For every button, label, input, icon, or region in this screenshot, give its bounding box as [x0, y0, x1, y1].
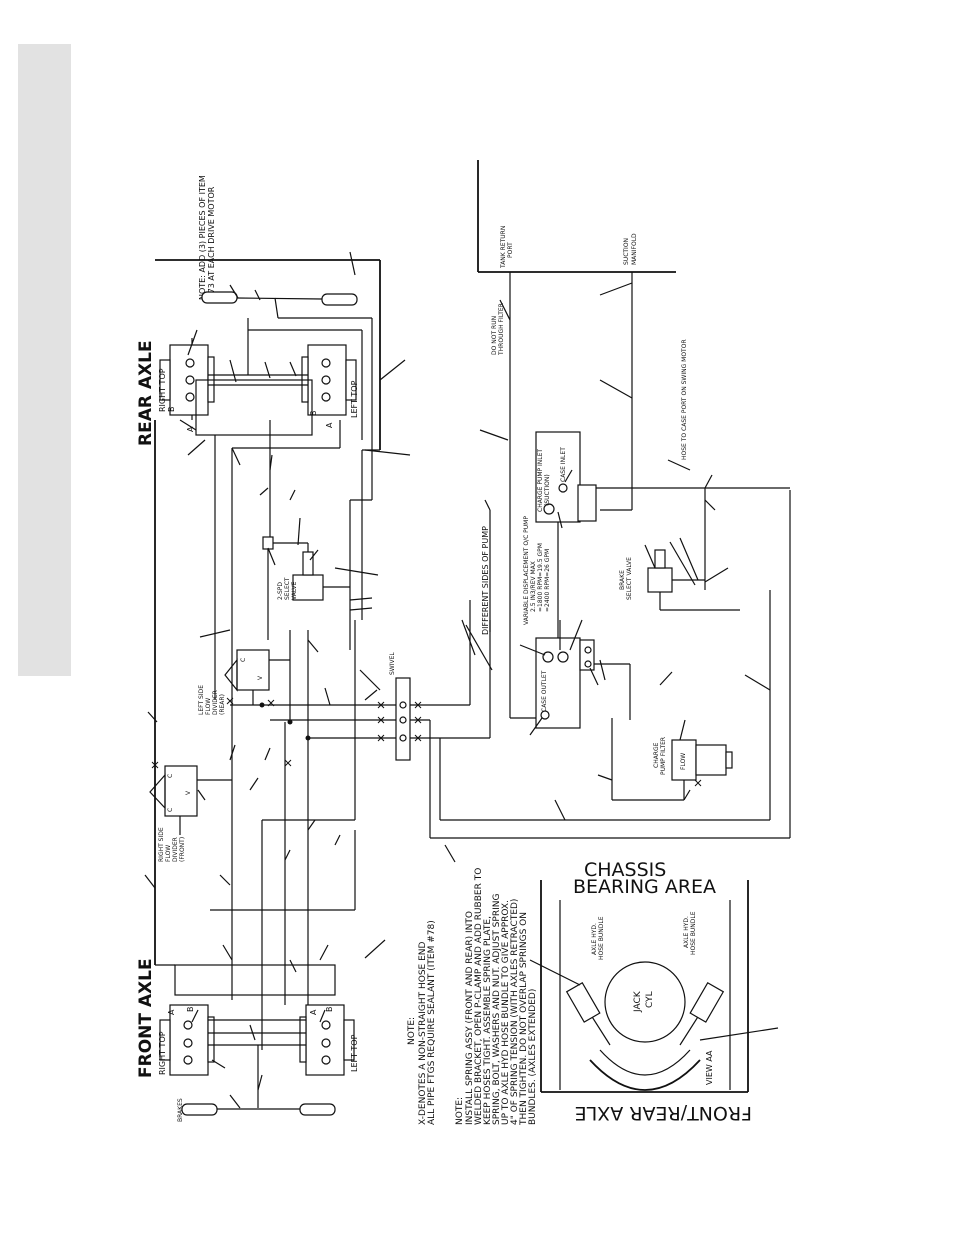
rear-port-a-left: A — [325, 422, 334, 428]
right-divider-label-2: FLOW — [165, 845, 172, 862]
front-port-b-left: B — [325, 1007, 334, 1013]
tank-return-label-1: TANK RETURN — [500, 226, 507, 269]
front-brake-assembly — [181, 1103, 336, 1116]
view-aa-label: VIEW AA — [705, 1050, 714, 1085]
suction-label-2: MANIFOLD — [631, 233, 638, 265]
front-port-b-right: B — [186, 1007, 195, 1013]
front-right-drive-motor — [159, 1004, 215, 1076]
rear-port-b-left: B — [309, 411, 318, 417]
rear-axle-heading: REAR AXLE — [136, 340, 156, 446]
swivel — [395, 677, 411, 761]
main-supply-lines — [154, 259, 381, 966]
variable-displacement-pump — [535, 431, 790, 729]
spring-note-line-5: UP TO AXLE HYD HOSE BUNDLE TO GIVE APPRO… — [501, 900, 511, 1125]
spring-note-line-8: BUNDLES. (AXLES EXTENDED) — [528, 989, 538, 1125]
right-divider-label-3: DIVIDER — [172, 837, 179, 862]
pump-spec-4: =2400 RPM=26 GPM — [544, 549, 551, 612]
left-divider-label-3: DIVIDER — [212, 690, 219, 715]
front-axle-heading: FRONT AXLE — [136, 958, 156, 1078]
jack-cyl-label-2: CYL — [645, 991, 655, 1008]
speed-valve-label-1: 2-SPD — [277, 582, 284, 600]
right-divider-c1: C — [167, 774, 174, 778]
swivel-to-pump-lines — [410, 490, 791, 839]
rear-brake-assembly — [201, 291, 372, 319]
rear-left-top-label: LEFT TOP — [350, 380, 359, 418]
spring-note-line-4: SPRING, BOLT, WASHERS AND NUT. ADJUST SP… — [492, 894, 502, 1125]
charge-inlet-label-2: (SUCTION) — [544, 474, 551, 506]
center-distribution-lines — [210, 620, 400, 1060]
callout-leaders — [144, 251, 771, 1109]
brake-valve-label-1: BRAKE — [619, 570, 626, 590]
tank-return-label-2: PORT — [507, 242, 514, 258]
case-outlet-label: CASE OUTLET — [541, 670, 548, 712]
jack-cyl-label-1: JACK — [633, 990, 643, 1013]
right-divider-label-1: RIGHT SIDE — [158, 827, 165, 862]
spring-note-title: NOTE: — [455, 1097, 465, 1125]
x-marks — [151, 697, 702, 787]
tank-return-and-suction — [477, 160, 676, 719]
front-left-top-label: LEFT TOP — [350, 1034, 359, 1072]
spring-note-line-7: THEN TIGHTEN. DO NOT OVERLAP SPRINGS ON — [519, 912, 529, 1126]
right-divider-v: V — [185, 790, 192, 795]
right-side-flow-divider — [149, 765, 232, 835]
rear-port-a-right: A — [186, 426, 195, 432]
no-filter-label-1: DO NOT RUN — [491, 316, 498, 355]
spring-note-line-6: 4" OF SPRING TENSION (WITH AXLES RETRACT… — [510, 899, 520, 1125]
different-sides-label: DIFFERENT SIDES OF PUMP — [481, 526, 490, 635]
front-left-drive-motor — [299, 1004, 355, 1076]
charge-pump-filter — [611, 718, 733, 801]
front-port-a-right: A — [167, 1009, 176, 1015]
swivel-label: SWIVEL — [389, 652, 396, 675]
top-note-line-2: #73 AT EACH DRIVE MOTOR — [207, 186, 216, 300]
suction-label-1: SUCTION — [623, 238, 630, 265]
charge-inlet-label-1: CHARGE PUMP INLET — [537, 449, 544, 512]
x-note-line-2: ALL PIPE FTGS REQUIRE SEALANT (ITEM #78) — [427, 920, 437, 1125]
left-divider-v: V — [257, 675, 264, 680]
left-divider-label-1: LEFT SIDE — [198, 685, 205, 715]
case-inlet-label: CASE INLET — [560, 447, 567, 482]
chassis-heading-1: CHASSIS — [584, 859, 666, 881]
brake-select-valve — [647, 549, 740, 611]
front-rear-axle-label: FRONT/REAR AXLE — [575, 1102, 752, 1124]
page-edge-tab — [18, 44, 71, 676]
spring-note-line-1: INSTALL SPRING ASSY (FRONT AND REAR) INT… — [465, 911, 475, 1125]
flow-label: FLOW — [680, 753, 687, 770]
left-side-flow-divider — [224, 630, 291, 720]
brakes-label: BRAKES — [177, 1098, 184, 1122]
left-divider-label-2: FLOW — [205, 698, 212, 715]
axle-hose-label-2b: HOSE BUNDLE — [690, 911, 697, 955]
left-divider-label-4: (REAR) — [219, 694, 226, 715]
axle-hose-label-1b: HOSE BUNDLE — [598, 916, 605, 960]
right-divider-label-4: (FRONT) — [179, 837, 186, 862]
pump-spec-1: VARIABLE DISPLACEMENT O/C PUMP — [523, 516, 530, 625]
x-note-title: NOTE: — [407, 1017, 417, 1045]
no-filter-label-2: THROUGH FILTER — [498, 303, 505, 356]
rear-right-top-label: RIGHT TOP — [158, 368, 167, 412]
front-axle-hoses — [174, 964, 336, 1108]
front-right-top-label: RIGHT TOP — [158, 1031, 167, 1075]
pump-spec-2: 2.5 IN3/REV MAX — [530, 561, 537, 612]
top-note-line-1: NOTE: ADD (3) PIECES OF ITEM — [198, 175, 207, 300]
two-speed-select-valve — [262, 536, 350, 640]
charge-filter-label-1: CHARGE — [653, 742, 660, 768]
x-note-line-1: X-DENOTES A NON-STRAIGHT HOSE END — [418, 941, 428, 1125]
rear-axle-hoses — [195, 318, 363, 700]
axle-hose-label-2a: AXLE HYD. — [683, 916, 690, 948]
pump-spec-3: =1800 RPM=19.5 GPM — [537, 543, 544, 612]
charge-filter-label-2: PUMP FILTER — [660, 737, 667, 775]
chassis-bearing-detail — [529, 880, 779, 1093]
left-divider-c: C — [240, 658, 247, 662]
front-port-a-left: A — [309, 1009, 318, 1015]
case-port-hose-label: HOSE TO CASE PORT ON SWING MOTOR — [681, 339, 688, 460]
speed-valve-label-3: VALVE — [291, 581, 298, 600]
brake-valve-label-2: SELECT VALVE — [626, 557, 633, 600]
speed-valve-label-2: SELECT — [284, 577, 291, 600]
axle-hose-label-1a: AXLE HYD. — [591, 923, 598, 955]
chassis-heading-2: BEARING AREA — [573, 876, 716, 898]
right-divider-c2: C — [167, 808, 174, 812]
rear-port-b-right: B — [167, 407, 176, 413]
spring-note-line-2: WELDED BRACKET, OPEN P-CLAMP AND ADD RUB… — [474, 868, 484, 1125]
spring-note-line-3: KEEP HOSES TIGHT. ASSEMBLE SPRING PLATE, — [483, 916, 493, 1125]
